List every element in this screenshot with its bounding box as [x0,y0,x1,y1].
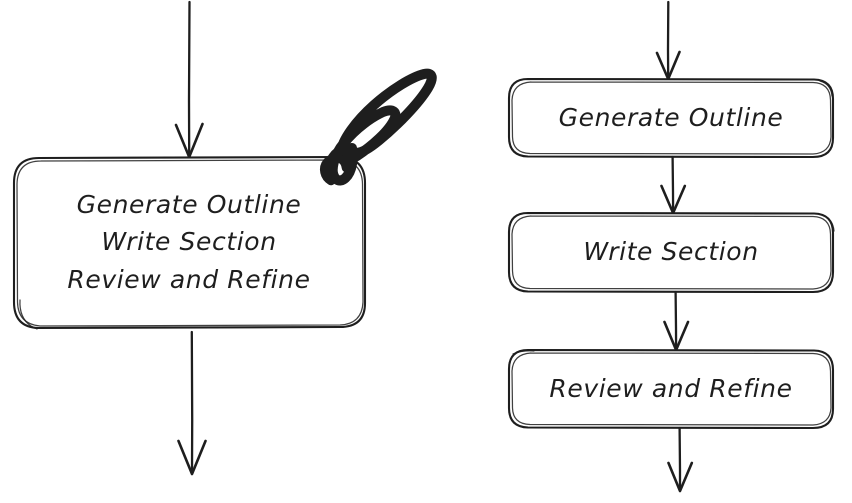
left-merged-node[interactable]: Generate Outline Write Section Review an… [12,155,367,330]
node-write-section[interactable]: Write Section [507,211,835,294]
left-node-line-1: Generate Outline [77,190,302,219]
freehand-scribble-icon [319,68,437,186]
arrow-out-of-review [667,426,694,493]
left-outgoing-arrow [177,330,207,476]
left-incoming-arrow [174,0,204,159]
node-review-and-refine-label: Review and Refine [549,374,792,403]
arrow-write-to-review [663,290,690,352]
node-generate-outline-label: Generate Outline [559,103,784,132]
node-write-section-label: Write Section [583,237,758,266]
node-generate-outline[interactable]: Generate Outline [507,77,835,159]
left-node-line-2: Write Section [101,227,276,256]
left-node-line-3: Review and Refine [67,265,310,294]
left-panel-group: Generate Outline Write Section Review an… [12,0,437,476]
arrow-generate-to-write [660,155,687,215]
node-review-and-refine[interactable]: Review and Refine [507,348,835,430]
arrow-into-generate-outline [655,0,681,81]
right-panel-group: Generate Outline Write Section [507,0,835,493]
